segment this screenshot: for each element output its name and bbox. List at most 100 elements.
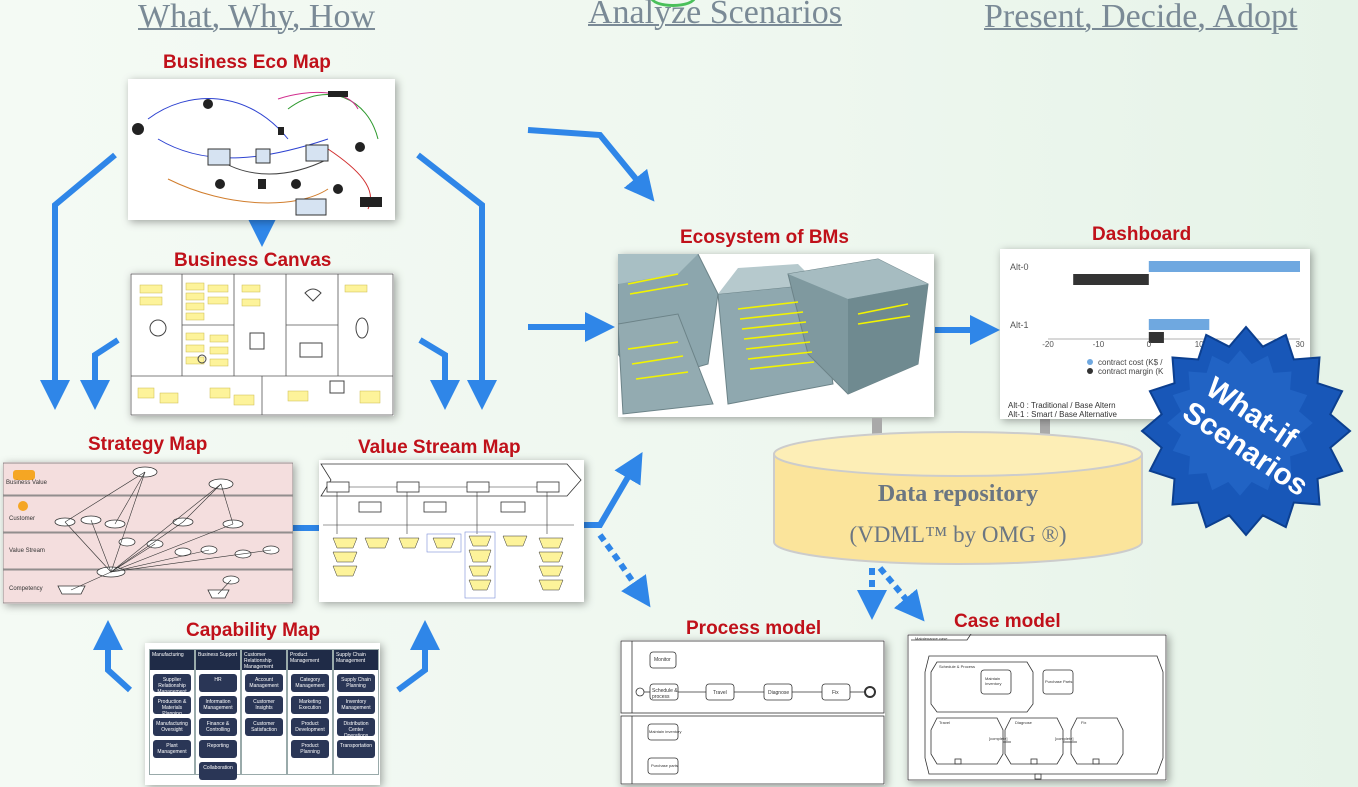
capability-cell: Supply Chain Planning	[337, 674, 375, 692]
process-node: Maintain inventory	[649, 729, 682, 734]
case-thumbnail[interactable]: Maintenance case Schedule & Process Main…	[907, 634, 1167, 781]
process-node: Purchase parts	[651, 763, 678, 768]
capability-head: Product Management	[288, 650, 332, 670]
repository-subtitle: (VDML™ by OMG ®)	[849, 522, 1067, 547]
chart-legend-label: contract cost (K$ /	[1098, 358, 1163, 367]
dashboard-label: Dashboard	[1092, 224, 1192, 245]
chart-bar	[1148, 261, 1300, 272]
capability-cell: Information Management	[199, 696, 237, 714]
eco-map-diagram	[132, 91, 382, 216]
case-node: Diagnose	[1015, 720, 1032, 725]
ecosystem-cubes	[618, 254, 934, 417]
capability-head: Customer Relationship Management	[242, 650, 286, 670]
canvas-thumbnail[interactable]	[130, 273, 394, 416]
dashboard-note-alt0: Alt-0 : Traditional / Base Altern	[1008, 401, 1116, 410]
value-stream-diagram	[320, 463, 582, 599]
ecosystem-thumbnail[interactable]	[618, 254, 934, 417]
ecosystem-label: Ecosystem of BMs	[680, 227, 849, 248]
capability-cell: Product Development	[291, 718, 329, 736]
arrow-repo-to-case	[877, 566, 925, 622]
arrow-canvas-valuestream-bi	[418, 337, 460, 410]
capability-cell: Production & Materials Planning	[153, 696, 191, 717]
capability-col-business-support: Business Support HR Information Manageme…	[195, 649, 241, 780]
capability-head: Business Support	[196, 650, 240, 670]
case-node: Purchase Parts	[1045, 679, 1073, 684]
capability-col-product-management: Product Management Category Management M…	[287, 649, 333, 775]
case-node: Schedule & Process	[939, 664, 976, 669]
chart-legend-label: contract margin (K	[1098, 367, 1164, 376]
capability-cell: Manufacturing Oversight	[153, 718, 191, 736]
case-label: Case model	[954, 611, 1061, 632]
strategy-label: Strategy Map	[88, 434, 208, 455]
case-node: Travel	[939, 720, 950, 725]
capability-cell: Reporting	[199, 740, 237, 758]
header-what-why-how: What, Why, How	[138, 0, 376, 35]
capability-cell: Finance & Controlling	[199, 718, 237, 736]
header-present-decide-adopt: Present, Decide, Adopt	[984, 0, 1298, 35]
chart-bar	[1148, 319, 1210, 330]
process-node: Diagnose	[768, 690, 790, 696]
capability-cell: Customer Insights	[245, 696, 283, 714]
arrow-canvas-strategy-bi	[80, 337, 120, 410]
capability-col-supply-chain: Supply Chain Management Supply Chain Pla…	[333, 649, 379, 775]
strategy-map-thumbnail[interactable]: Business Value Customer Value Stream Com…	[3, 462, 293, 604]
dashboard-note-alt1: Alt-1 : Smart / Base Alternative	[1008, 410, 1117, 419]
capability-label: Capability Map	[186, 620, 321, 641]
process-thumbnail[interactable]: Monitor Schedule & process Travel Diagno…	[620, 640, 885, 785]
process-node: Schedule & process	[652, 688, 678, 700]
strategy-row-customer: Customer	[9, 516, 36, 522]
chart-bar	[1073, 274, 1149, 285]
capability-cell: Customer Satisfaction	[245, 718, 283, 736]
capability-cell: Marketing Execution	[291, 696, 329, 714]
case-node: Fix	[1081, 720, 1087, 725]
capability-head: Supply Chain Management	[334, 650, 378, 670]
strategy-row-competency: Competency	[9, 586, 43, 592]
capability-thumbnail[interactable]: Manufacturing Supplier Relationship Mana…	[145, 643, 380, 785]
repository-title: Data repository	[877, 481, 1039, 507]
capability-cell: Account Management	[245, 674, 283, 692]
capability-cell: Transportation	[337, 740, 375, 758]
data-repository-cylinder	[773, 431, 1143, 565]
header-analyze-scenarios: Analyze Scenarios	[588, 0, 842, 31]
chart-tick-label: 30	[1296, 340, 1305, 349]
chart-legend-swatch	[1087, 368, 1093, 374]
capability-cell: Supplier Relationship Management	[153, 674, 191, 695]
eco-map-thumbnail[interactable]	[128, 79, 395, 220]
capability-head: Manufacturing	[150, 650, 194, 670]
process-diagram	[620, 640, 885, 785]
value-stream-thumbnail[interactable]	[319, 460, 584, 602]
case-connector: [complete]	[989, 736, 1008, 741]
case-node: Maintain Inventory	[985, 676, 1002, 686]
canvas-label: Business Canvas	[174, 250, 332, 271]
canvas-grid	[130, 273, 394, 416]
chart-tick-label: 10	[1195, 340, 1204, 349]
chart-legend-swatch	[1087, 359, 1093, 365]
capability-cell: Plant Management	[153, 740, 191, 758]
arrow-capability-strategy	[93, 620, 133, 693]
process-label: Process model	[686, 618, 822, 639]
arrow-eco-to-strategy	[40, 152, 117, 410]
capability-col-manufacturing: Manufacturing Supplier Relationship Mana…	[149, 649, 195, 775]
case-connector: [complete]	[1055, 736, 1074, 741]
capability-cell: Product Planning	[291, 740, 329, 758]
chart-bar	[1148, 332, 1164, 343]
capability-cell: Collaboration	[199, 762, 237, 780]
capability-col-crm: Customer Relationship Management Account…	[241, 649, 287, 775]
case-diagram	[907, 634, 1167, 781]
strategy-row-business-value: Business Value	[6, 480, 47, 486]
capability-cell: HR	[199, 674, 237, 692]
chart-tick-label: -10	[1093, 340, 1105, 349]
eco-map-label: Business Eco Map	[163, 52, 331, 73]
case-title: Maintenance case	[915, 636, 948, 641]
arrow-top-to-ecosystem	[527, 127, 655, 202]
arrow-vsm-to-process	[597, 533, 651, 608]
strategy-map-diagram	[3, 462, 293, 604]
arrow-capability-valuestream	[396, 620, 440, 693]
capability-cell: Distribution Center Operations	[337, 718, 375, 739]
capability-cell: Inventory Management	[337, 696, 375, 714]
arrow-eco-to-valuestream	[416, 152, 497, 410]
chart-tick-label: -20	[1042, 340, 1054, 349]
process-node: Travel	[713, 690, 727, 696]
chart-tick-label: 0	[1147, 340, 1152, 349]
